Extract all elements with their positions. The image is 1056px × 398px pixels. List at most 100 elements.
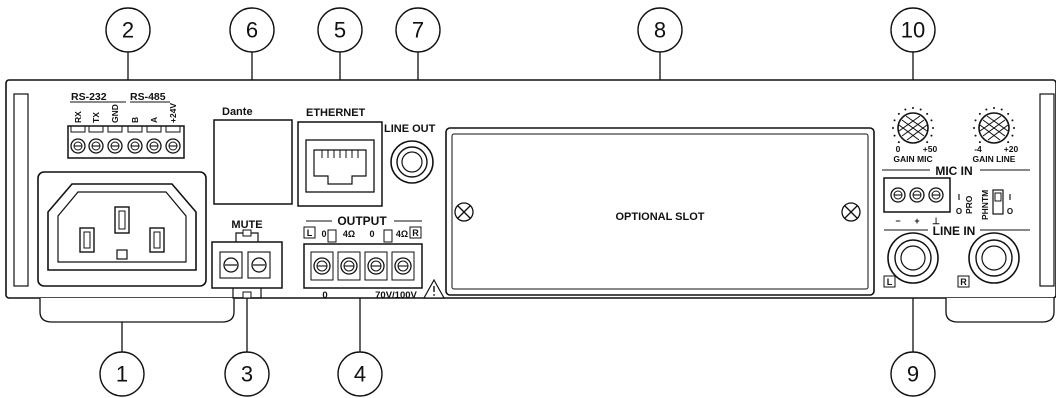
callout-3: 3 xyxy=(224,351,270,397)
scale-tick xyxy=(893,134,896,137)
callout-6: 6 xyxy=(229,7,275,53)
callout-number: 6 xyxy=(246,18,258,43)
callout-number: 1 xyxy=(116,362,128,387)
callout-4: 4 xyxy=(337,351,383,397)
callout-2: 2 xyxy=(105,7,151,53)
dante-label: Dante xyxy=(222,106,253,118)
rs232-label: RS-232 xyxy=(71,91,107,103)
callout-7: 7 xyxy=(395,7,441,53)
terminal-screw xyxy=(107,138,123,154)
gain-line-min: -4 xyxy=(974,144,982,154)
scale-tick xyxy=(930,119,933,122)
gain-mic-min: 0 xyxy=(896,144,901,154)
phantom-switch-off: O xyxy=(1007,207,1013,216)
warning-icon xyxy=(422,278,446,299)
phantom-switch-on: I xyxy=(1009,193,1011,202)
scale-tick xyxy=(993,107,995,109)
scale-tick xyxy=(1000,108,1003,111)
ethernet-port: ETHERNET xyxy=(297,107,383,207)
output-bottom-right: 70V/100V xyxy=(375,290,417,301)
gain-line-knob: -4 +20 GAIN LINE xyxy=(973,107,1019,164)
terminal-pin-label: A xyxy=(149,117,159,123)
callout-9: 9 xyxy=(890,351,936,397)
scale-tick xyxy=(892,127,894,129)
scale-tick xyxy=(932,127,934,129)
scale-tick xyxy=(926,141,929,144)
scale-tick xyxy=(1013,127,1015,129)
terminal-screw xyxy=(127,138,143,154)
callout-number: 4 xyxy=(354,362,366,387)
mic-in-pin-labels: −+⊥ xyxy=(895,216,940,226)
output-bottom-left: 0 xyxy=(322,290,327,301)
callout-number: 7 xyxy=(412,18,424,43)
scale-tick xyxy=(893,119,896,122)
pro-label: PRO xyxy=(964,195,974,214)
mic-in-label: MIC IN xyxy=(935,164,972,178)
power-inlet xyxy=(37,171,207,287)
line-out-jack: LINE OUT xyxy=(384,123,436,184)
output-screws xyxy=(310,251,415,281)
scale-tick xyxy=(919,108,922,111)
scale-tick xyxy=(904,108,907,111)
output-screw xyxy=(340,257,358,275)
terminal-screw xyxy=(70,138,86,154)
mic-in-screw xyxy=(928,187,944,203)
mute-terminal: MUTE xyxy=(211,219,283,299)
output-tap-label: 4Ω xyxy=(396,229,408,239)
terminal-screw xyxy=(146,138,162,154)
optional-slot: OPTIONAL SLOT xyxy=(445,127,875,296)
output-left-marker: L xyxy=(307,228,313,238)
callout-number: 8 xyxy=(654,18,666,43)
gain-line-scale xyxy=(973,107,1015,144)
terminal-pin-label: +24V xyxy=(168,103,178,123)
scale-tick xyxy=(978,141,981,144)
callout-10: 10 xyxy=(890,7,936,53)
output-tap-label: 0 xyxy=(321,229,326,239)
mute-label: MUTE xyxy=(231,219,262,231)
line-in-section: LINE IN L R xyxy=(883,224,1030,288)
terminal-screws xyxy=(70,126,181,154)
slot-screw-left xyxy=(454,202,474,222)
output-tap-label: 0 xyxy=(369,229,374,239)
scale-tick xyxy=(1007,141,1010,144)
callout-5: 5 xyxy=(317,7,363,53)
scale-tick xyxy=(1011,134,1014,137)
mic-in-screw xyxy=(909,187,925,203)
pro-switch-on: I xyxy=(958,193,960,202)
scale-tick xyxy=(897,112,900,115)
line-in-right-marker: R xyxy=(960,277,967,287)
terminal-pin-label: TX xyxy=(91,112,101,123)
callout-number: 9 xyxy=(907,362,919,387)
phantom-label: PHNTM xyxy=(980,190,990,220)
scale-tick xyxy=(1011,119,1014,122)
output-screw xyxy=(394,257,412,275)
callout-number: 10 xyxy=(901,18,925,43)
callout-markers: 1 2 3 4 5 6 7 8 9 10 xyxy=(99,7,936,397)
optional-slot-label: OPTIONAL SLOT xyxy=(615,211,704,223)
callout-number: 5 xyxy=(334,18,346,43)
mic-in-screws xyxy=(890,187,944,203)
scale-tick xyxy=(930,134,933,137)
terminal-pin-label: GND xyxy=(110,104,120,123)
scale-tick xyxy=(974,134,977,137)
scale-tick xyxy=(926,112,929,115)
mic-in-pin-label: − xyxy=(895,216,900,226)
rs485-label: RS-485 xyxy=(130,91,166,103)
pro-switch-off: O xyxy=(956,207,962,216)
output-tap-label: 4Ω xyxy=(343,229,355,239)
scale-tick xyxy=(973,127,975,129)
gain-mic-label: GAIN MIC xyxy=(893,154,932,164)
callout-1: 1 xyxy=(99,351,145,397)
gain-line-max: +20 xyxy=(1004,144,1019,154)
output-tap-labels: 0 4Ω 0 4Ω xyxy=(321,229,408,239)
terminal-pin-label: B xyxy=(130,117,140,123)
terminal-screw xyxy=(165,138,181,154)
dante-module: Dante xyxy=(213,106,293,205)
scale-tick xyxy=(897,141,900,144)
output-label: OUTPUT xyxy=(337,214,387,228)
scale-tick xyxy=(985,108,988,111)
